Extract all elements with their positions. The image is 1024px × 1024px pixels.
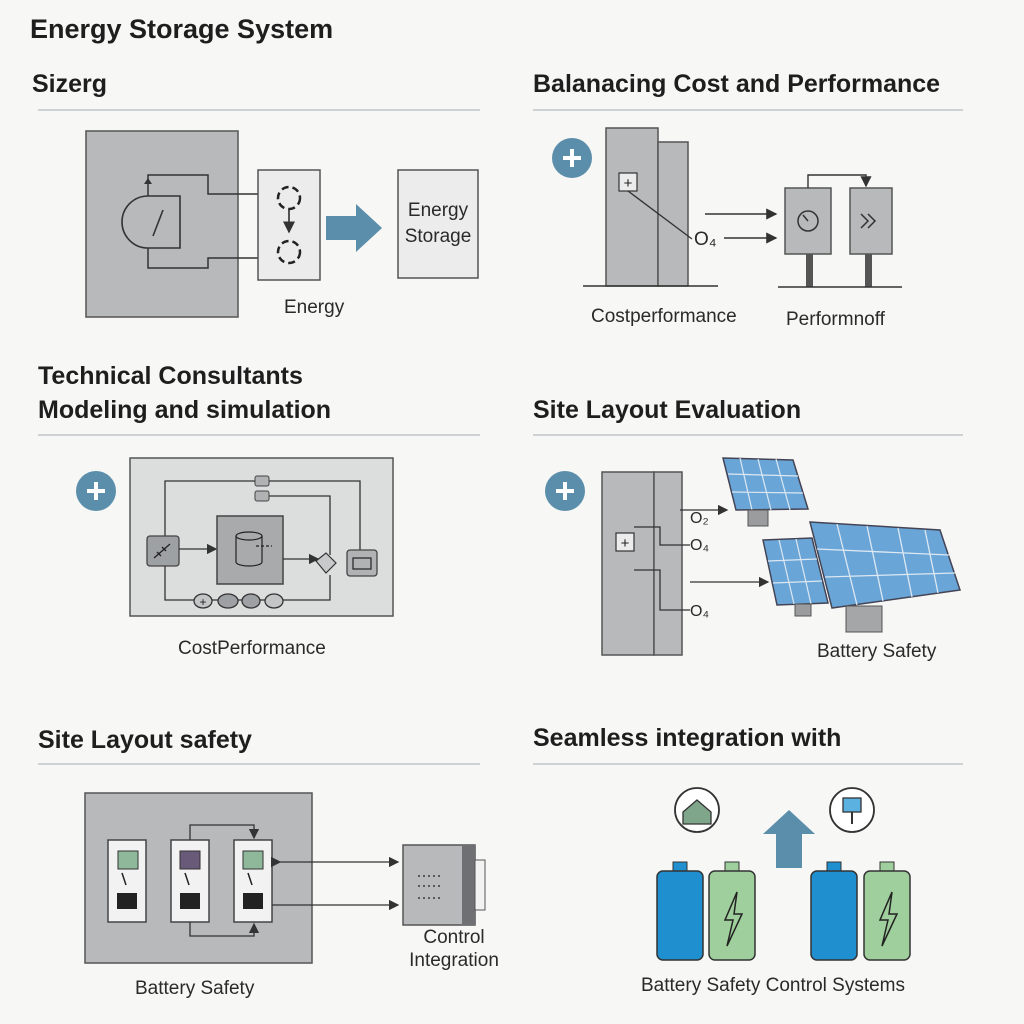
site-safety-divider — [38, 763, 480, 765]
control-integration-label: Control Integration — [409, 927, 499, 971]
integration-diagram — [656, 787, 911, 961]
battery-module — [170, 839, 210, 923]
energy-storage-label: Energy Storage — [404, 200, 472, 247]
svg-text:+: + — [624, 175, 633, 192]
battery-module — [233, 839, 273, 923]
battery-safety-caption-right: Battery Safety — [817, 641, 937, 662]
gauge-icon — [797, 210, 819, 232]
balancing-title: Balanacing Cost and Performance — [533, 70, 941, 98]
solar-panel-icon — [722, 457, 810, 527]
performnoff-caption: Performnoff — [786, 309, 885, 330]
battery-icon — [656, 861, 704, 961]
site-safety-diagram — [84, 792, 486, 964]
o2-label: O₂ — [690, 510, 709, 527]
o4-label: O₄ — [694, 229, 717, 250]
plug-icon — [842, 797, 862, 813]
sizing-diagram — [85, 130, 479, 318]
sizing-title: Sizerg — [32, 70, 108, 98]
battery-safety-caption-left: Battery Safety — [135, 978, 255, 999]
integration-divider — [533, 763, 963, 765]
energy-caption: Energy — [284, 297, 345, 318]
balancing-divider — [533, 109, 963, 111]
arrow-right-icon — [326, 204, 382, 252]
arrow-up-icon — [763, 810, 815, 868]
site-safety-title: Site Layout safety — [38, 726, 252, 754]
battery-icon — [708, 861, 756, 961]
technical-subtitle: Modeling and simulation — [38, 396, 332, 424]
energy-storage-box — [397, 169, 479, 279]
battery-icon — [863, 861, 911, 961]
technical-diagram: + — [76, 457, 394, 617]
o4-label-upper: O₄ — [690, 537, 709, 554]
balancing-diagram: + — [552, 127, 902, 288]
page-title: Energy Storage System — [30, 14, 334, 44]
integration-caption: Battery Safety Control Systems — [641, 975, 905, 996]
o4-label-lower: O₄ — [690, 603, 709, 620]
site-eval-divider — [533, 434, 963, 436]
site-eval-diagram: + — [545, 457, 961, 656]
technical-caption: CostPerformance — [178, 638, 326, 659]
site-eval-title: Site Layout Evaluation — [533, 396, 802, 424]
solar-panel-icon — [762, 537, 829, 617]
svg-text:+: + — [621, 535, 630, 552]
technical-title: Technical Consultants — [38, 362, 303, 390]
lightning-icon — [723, 891, 744, 947]
solar-panel-icon — [809, 521, 961, 633]
sizing-divider — [38, 109, 480, 111]
technical-divider — [38, 434, 480, 436]
battery-icon — [810, 861, 858, 961]
house-icon — [682, 799, 712, 825]
integration-title: Seamless integration with — [533, 724, 842, 752]
costperformance-caption: Costperformance — [591, 306, 737, 327]
battery-module — [107, 839, 147, 923]
lightning-icon — [878, 891, 899, 947]
svg-text:+: + — [199, 595, 206, 609]
